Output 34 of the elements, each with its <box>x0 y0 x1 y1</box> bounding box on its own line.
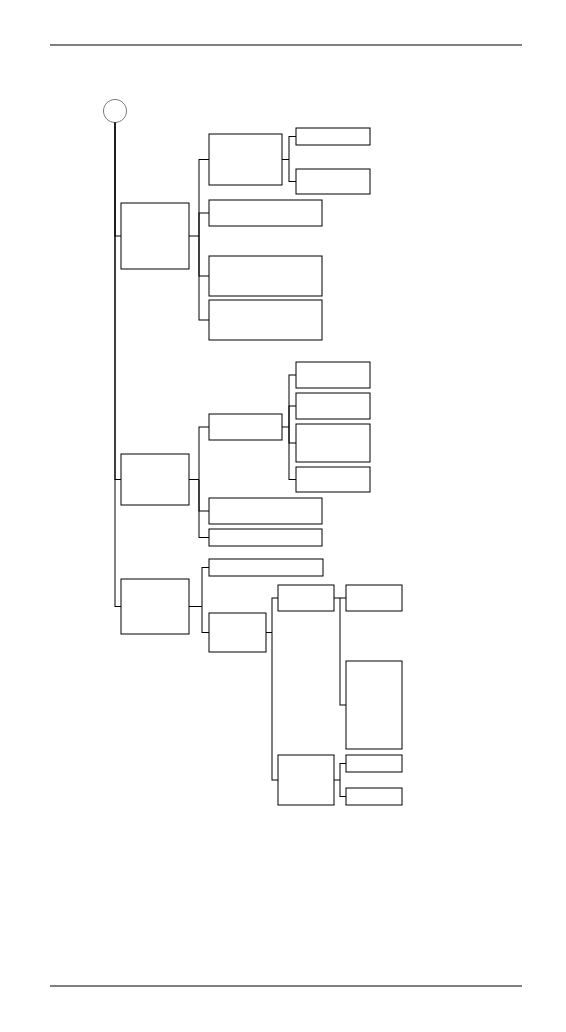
empty-box <box>295 168 371 195</box>
empty-box <box>345 754 403 773</box>
connector-line <box>333 597 347 706</box>
empty-box <box>208 528 323 547</box>
empty-box <box>208 497 323 525</box>
empty-box <box>208 558 324 577</box>
connector-line <box>188 159 210 321</box>
empty-box <box>345 787 403 806</box>
empty-box <box>277 584 335 612</box>
empty-box <box>120 202 190 270</box>
empty-box <box>295 423 371 463</box>
empty-box <box>345 584 403 612</box>
connector-line <box>188 567 210 633</box>
empty-box <box>208 133 283 186</box>
connector-line <box>188 426 210 538</box>
connector-line <box>333 763 347 797</box>
root-circle <box>103 99 127 123</box>
empty-box <box>277 754 335 806</box>
empty-box <box>208 612 267 653</box>
connector-line <box>114 122 122 607</box>
connector-line <box>265 597 279 781</box>
empty-box <box>295 466 371 493</box>
empty-box <box>208 299 323 341</box>
empty-box <box>120 453 190 506</box>
empty-box <box>295 392 371 420</box>
empty-box <box>120 578 190 635</box>
connector-line <box>281 136 297 182</box>
empty-box <box>208 255 323 297</box>
connector-line <box>281 374 297 480</box>
empty-box <box>345 660 403 750</box>
empty-box <box>208 413 283 441</box>
empty-box <box>295 127 371 146</box>
empty-box <box>295 361 371 389</box>
empty-box <box>208 199 323 227</box>
